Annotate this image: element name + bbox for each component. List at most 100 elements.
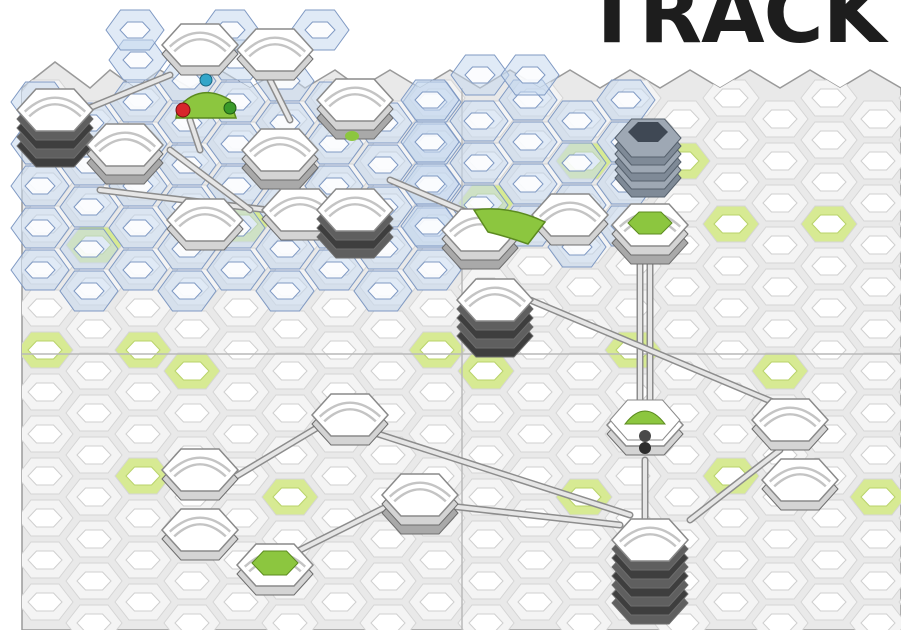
board-hex-hole: [566, 361, 602, 381]
tile-top: [310, 393, 390, 437]
board-hex-hole: [713, 88, 749, 108]
track-tile: [750, 398, 830, 451]
track-tile: [235, 28, 315, 81]
rail: [348, 423, 632, 517]
overlay-hex-hole: [414, 91, 446, 109]
tile-top: [610, 518, 690, 562]
board-hex-hole: [370, 319, 406, 339]
tile-curve-highlight: [170, 519, 230, 536]
board-hex-hole: [370, 361, 406, 381]
board-hex-hole: [762, 151, 798, 171]
tile-curve-highlight: [325, 199, 385, 216]
board-hex-hole: [713, 424, 749, 444]
tile-curve-highlight: [540, 204, 600, 221]
overlay-hex-hole: [24, 177, 56, 195]
tile-curve-highlight: [390, 484, 450, 501]
overlay-hex-hole: [73, 198, 105, 216]
board-hex-hole: [762, 361, 798, 381]
rail: [528, 298, 782, 407]
tile-curve-highlight: [95, 134, 155, 151]
overlay-hex-hole: [269, 282, 301, 300]
board-hex-hole: [566, 445, 602, 465]
board-hex-hole: [419, 382, 455, 402]
tile-curve-highlight: [760, 409, 820, 426]
board-hex-hole: [860, 235, 896, 255]
board-hex-hole: [762, 319, 798, 339]
marble-icon: [639, 442, 651, 454]
board-hex-hole: [272, 613, 308, 630]
board-hex-hole: [76, 319, 112, 339]
board-hex-hole: [76, 361, 112, 381]
tile-curve-highlight: [245, 39, 305, 56]
board-hex-hole: [468, 361, 504, 381]
tile-top: [750, 398, 830, 442]
tower-icon: [614, 118, 682, 198]
board-hex-hole: [223, 382, 259, 402]
board-hex-hole: [713, 550, 749, 570]
board-hex-hole: [860, 109, 896, 129]
board-hex-hole: [370, 445, 406, 465]
board-hex-hole: [762, 529, 798, 549]
overlay-hex-hole: [119, 21, 151, 39]
rail: [168, 148, 252, 212]
marble-icon: [223, 101, 237, 115]
board-hex-hole: [811, 550, 847, 570]
tile-top: [240, 128, 320, 172]
board-hex-hole: [811, 88, 847, 108]
board-hex-hole: [713, 592, 749, 612]
board-hex-hole: [321, 298, 357, 318]
board-hex-hole: [811, 214, 847, 234]
overlay-hex-hole: [73, 240, 105, 258]
board-hex-hole: [664, 445, 700, 465]
board-hex-hole: [762, 109, 798, 129]
board-hex-hole: [223, 298, 259, 318]
tile-curve-highlight: [25, 99, 85, 116]
overlay-hex-hole: [122, 219, 154, 237]
overlay-hex-hole: [463, 112, 495, 130]
tile-top: [235, 28, 315, 72]
board-hex-hole: [811, 172, 847, 192]
board-hex-hole: [27, 592, 63, 612]
overlay-hex-hole: [24, 261, 56, 279]
tile-curve-highlight: [250, 139, 310, 156]
board-hex-hole: [468, 529, 504, 549]
board-hex-hole: [860, 151, 896, 171]
catcher-icon: [609, 399, 681, 454]
track-tile: [315, 188, 395, 259]
board-hex-hole: [370, 529, 406, 549]
marble-icon: [175, 102, 191, 118]
track-tile: [15, 88, 95, 168]
board-hex-hole: [664, 109, 700, 129]
tile-top: [380, 473, 460, 517]
overlay-hex-hole: [171, 282, 203, 300]
overlay-hex-hole: [610, 91, 642, 109]
board-hex-hole: [419, 592, 455, 612]
green-marker: [345, 131, 359, 141]
board-hex-hole: [370, 613, 406, 630]
board-hex-hole: [664, 319, 700, 339]
board-hex-hole: [174, 319, 210, 339]
board-hex-hole: [321, 592, 357, 612]
overlay-hex-hole: [514, 66, 546, 84]
board-hex-hole: [468, 571, 504, 591]
tile-top: [760, 458, 840, 502]
track-tile: [530, 193, 610, 246]
overlay-hex-hole: [122, 51, 154, 69]
track-tile: [165, 198, 245, 251]
board-hex-hole: [174, 403, 210, 423]
track-tile: [760, 458, 840, 511]
tile-curve-highlight: [770, 469, 830, 486]
tile-curve-highlight: [465, 289, 525, 306]
tile-curve-highlight: [320, 404, 380, 421]
board-hex-hole: [713, 508, 749, 528]
board-hex-hole: [223, 424, 259, 444]
board-hex-hole: [517, 550, 553, 570]
board-hex-hole: [125, 508, 161, 528]
board-hex-hole: [125, 550, 161, 570]
rail-network: [56, 71, 784, 564]
board-hex-hole: [223, 592, 259, 612]
board-hex-hole: [811, 130, 847, 150]
board-hex-hole: [566, 529, 602, 549]
marble-icon: [199, 73, 213, 87]
track-tile: [85, 123, 165, 185]
